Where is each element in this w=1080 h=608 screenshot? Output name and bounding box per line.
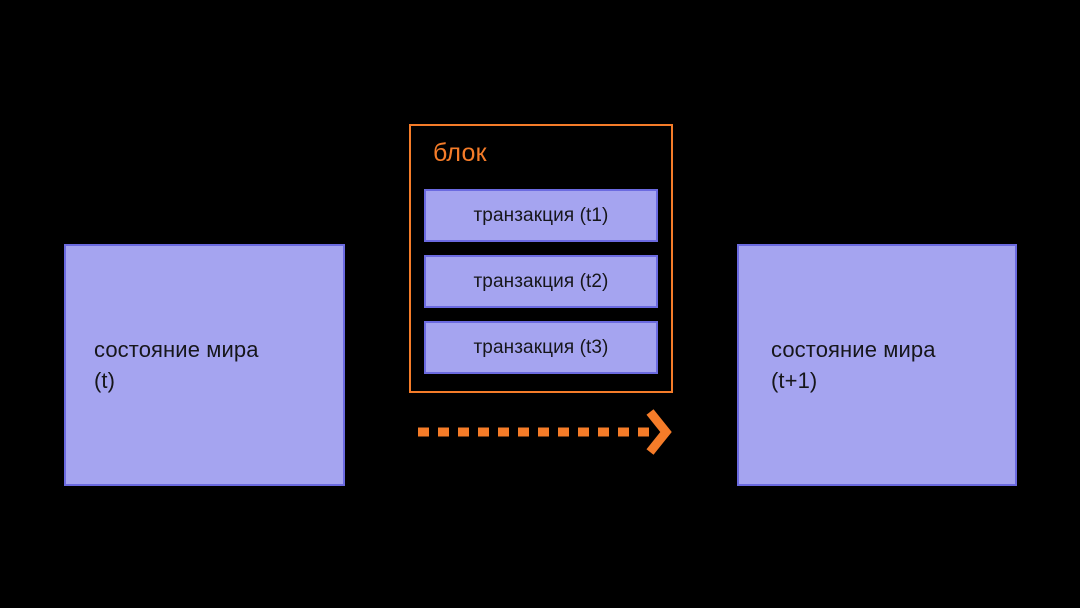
dashed-arrow-right-icon: [418, 409, 672, 455]
transaction-list: транзакция (t1) транзакция (t2) транзакц…: [424, 189, 658, 387]
block-container: блок транзакция (t1) транзакция (t2) тра…: [409, 124, 673, 393]
transaction-label-t1: транзакция (t1): [473, 204, 609, 226]
transaction-label-t3: транзакция (t3): [473, 336, 609, 358]
transaction-label-t2: транзакция (t2): [473, 270, 609, 292]
state-box-label-t-plus-1: состояние мира (t+1): [771, 337, 936, 393]
transaction-item: транзакция (t3): [424, 321, 658, 374]
block-title-label: блок: [433, 139, 487, 167]
state-box-world-state-t-plus-1: состояние мира (t+1): [737, 244, 1017, 486]
transaction-item: транзакция (t2): [424, 255, 658, 308]
transaction-item: транзакция (t1): [424, 189, 658, 242]
arrow-head-chevron: [646, 409, 672, 455]
state-box-world-state-t: состояние мира (t): [64, 244, 345, 486]
state-box-label-t: состояние мира (t): [94, 337, 259, 393]
